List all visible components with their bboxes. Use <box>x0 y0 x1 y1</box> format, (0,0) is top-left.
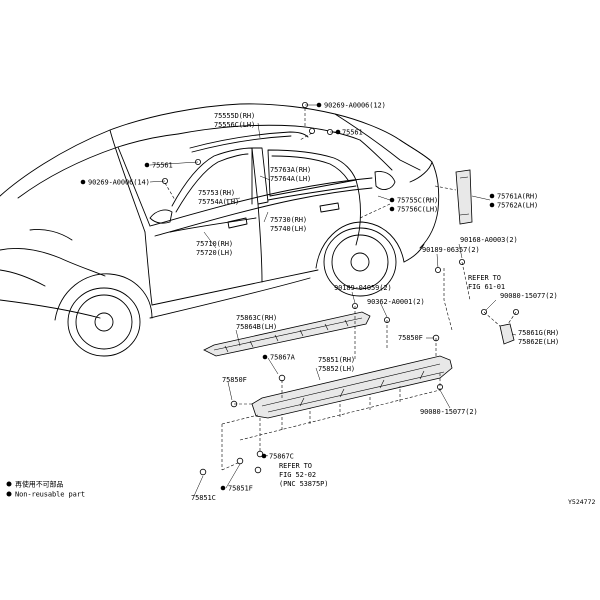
callout-label: 75864B(LH) <box>236 323 277 331</box>
callout-label: 75867C <box>269 453 294 461</box>
callout-label: 75710(RH) <box>196 240 233 248</box>
clip-icon <box>278 374 286 382</box>
non-reusable-marker-icon <box>6 481 12 487</box>
callout-label: 75762A(LH) <box>497 202 538 210</box>
non-reusable-marker-icon <box>80 179 86 185</box>
non-reusable-marker-icon <box>389 206 395 212</box>
callout-label: 90362-A0001(2) <box>367 298 425 306</box>
callout-label: 75755C(RH) <box>397 197 438 205</box>
callout-label: 75754A(LH) <box>198 198 239 206</box>
non-reusable-marker-icon <box>489 193 495 199</box>
callout-label: 90269-A0006(12) <box>324 102 386 110</box>
callout-label: 75867A <box>270 354 296 362</box>
callout-label: 75861G(RH) <box>518 329 559 337</box>
non-reusable-marker-icon <box>316 102 322 108</box>
callout-label: 75763A(RH) <box>270 166 311 174</box>
callout-label: 75850F <box>398 334 423 342</box>
callout-label: 75730(RH) <box>270 216 307 224</box>
callout-label: 90168-A0003(2) <box>460 236 518 244</box>
callout-label: 75761A(RH) <box>497 193 538 201</box>
callout-label: FIG 52-02 <box>279 471 316 479</box>
callout-label: 75561 <box>342 129 363 137</box>
callout-label: 75756C(LH) <box>397 206 438 214</box>
clip-icon <box>434 266 441 273</box>
callout-label: 75556C(LH) <box>214 121 255 129</box>
callout-label: 90080-15077(2) <box>500 292 558 300</box>
non-reusable-marker-icon <box>6 491 12 497</box>
callout-label: 90269-A0006(14) <box>88 179 150 187</box>
callout-label: 75753(RH) <box>198 189 235 197</box>
callout-label: 75863C(RH) <box>236 314 277 322</box>
callout-label: 75555D(RH) <box>214 112 255 120</box>
clip-icon <box>308 127 315 134</box>
callout-label: 75851C <box>191 494 216 502</box>
callout-label: 75851F <box>228 485 253 493</box>
callout-label: 90080-15077(2) <box>420 408 478 416</box>
callout-label: 90189-04059(2) <box>334 284 392 292</box>
rocker-panel-parts <box>161 102 520 476</box>
callout-label: 75561 <box>152 162 173 170</box>
legend-label-en: Non-reusable part <box>15 491 85 499</box>
callout-label: REFER TO <box>468 274 501 282</box>
non-reusable-marker-icon <box>262 354 268 360</box>
callout-label: 75764A(LH) <box>270 175 311 183</box>
callout-label: FIG 61-01 <box>468 283 505 291</box>
leader-lines <box>149 104 517 497</box>
clip-icon <box>256 450 264 458</box>
non-reusable-marker-icon <box>261 453 267 459</box>
non-reusable-marker-icon <box>220 485 226 491</box>
callout-label: 75851(RH) <box>318 356 355 364</box>
part-callouts: 90269-A0006(12) 75555D(RH) 75556C(LH) 75… <box>80 102 559 502</box>
callout-label: 75850F <box>222 376 247 384</box>
legend: 再使用不可部品 Non-reusable part <box>6 480 85 499</box>
callout-label: (PNC 53875P) <box>279 480 328 488</box>
car-body-outline <box>0 103 440 357</box>
clip-icon <box>199 468 207 476</box>
non-reusable-marker-icon <box>335 129 341 135</box>
rear-mudguard <box>499 323 515 345</box>
clip-icon <box>254 466 262 474</box>
callout-label: REFER TO <box>279 462 312 470</box>
sheet-id: Y524772 <box>568 498 595 506</box>
non-reusable-marker-icon <box>144 162 150 168</box>
rear-quarter-garnish <box>455 169 473 225</box>
callout-label: 75852(LH) <box>318 365 355 373</box>
non-reusable-marker-icon <box>489 202 495 208</box>
non-reusable-marker-icon <box>389 197 395 203</box>
callout-label: 75740(LH) <box>270 225 307 233</box>
callout-label: 75720(LH) <box>196 249 233 257</box>
callout-label: 90189-06357(2) <box>422 246 480 254</box>
callout-label: 75862E(LH) <box>518 338 559 346</box>
legend-label-jp: 再使用不可部品 <box>15 480 63 489</box>
clip-icon <box>236 457 244 465</box>
